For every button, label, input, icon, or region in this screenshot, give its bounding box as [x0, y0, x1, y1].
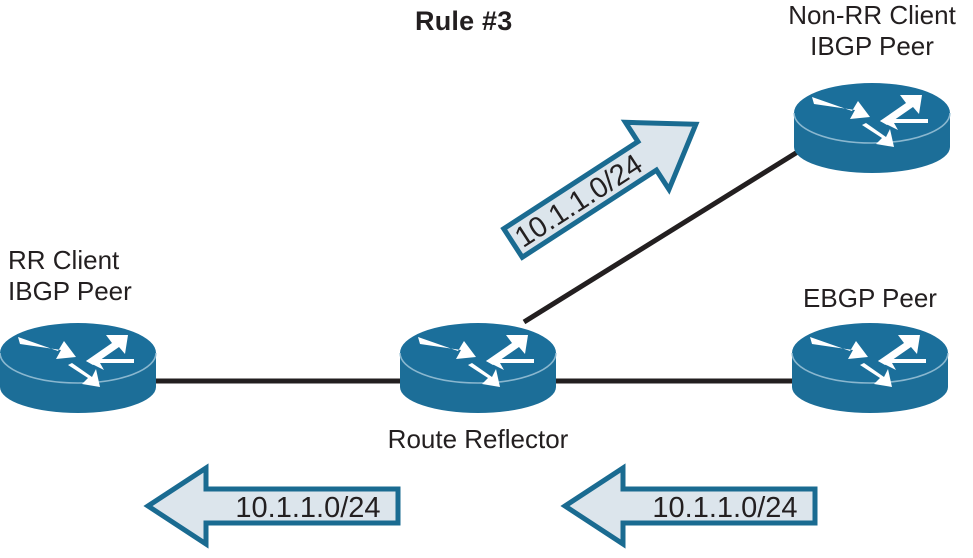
- node-label-route-reflector-line-1: Route Reflector: [387, 424, 569, 454]
- node-label-non-rr-client: Non-RR Client IBGP Peer: [742, 0, 973, 61]
- node-label-ebgp-peer: EBGP Peer: [760, 283, 973, 314]
- node-label-rr-client-line-1: RR Client: [8, 245, 120, 275]
- node-label-ebgp-peer-line-1: EBGP Peer: [803, 283, 937, 313]
- node-label-non-rr-client-line-1: Non-RR Client: [788, 0, 956, 30]
- annotation-label-from-ebgp-peer: 10.1.1.0/24: [652, 492, 797, 524]
- annotation-arrow-to-non-rr-client: 10.1.1.0/24: [500, 119, 700, 261]
- node-label-rr-client: RR Client IBGP Peer: [8, 245, 228, 306]
- node-label-non-rr-client-line-2: IBGP Peer: [810, 30, 934, 61]
- router-icon-non-rr-client: [793, 82, 951, 174]
- node-label-rr-client-line-2: IBGP Peer: [8, 275, 132, 306]
- diagram-title: Rule #3: [415, 6, 513, 36]
- node-label-route-reflector: Route Reflector: [348, 424, 608, 455]
- router-icon-rr-client: [0, 322, 157, 414]
- annotation-arrow-to-rr-client: 10.1.1.0/24: [143, 463, 401, 549]
- annotation-arrow-from-ebgp-peer: 10.1.1.0/24: [560, 463, 818, 549]
- router-icon-route-reflector: [399, 322, 557, 414]
- router-icon-ebgp-peer: [791, 322, 949, 414]
- annotation-label-to-non-rr-client: 10.1.1.0/24: [509, 148, 648, 254]
- link-route-reflector-to-non-rr-client: [522, 140, 814, 325]
- annotation-label-to-rr-client: 10.1.1.0/24: [235, 492, 380, 524]
